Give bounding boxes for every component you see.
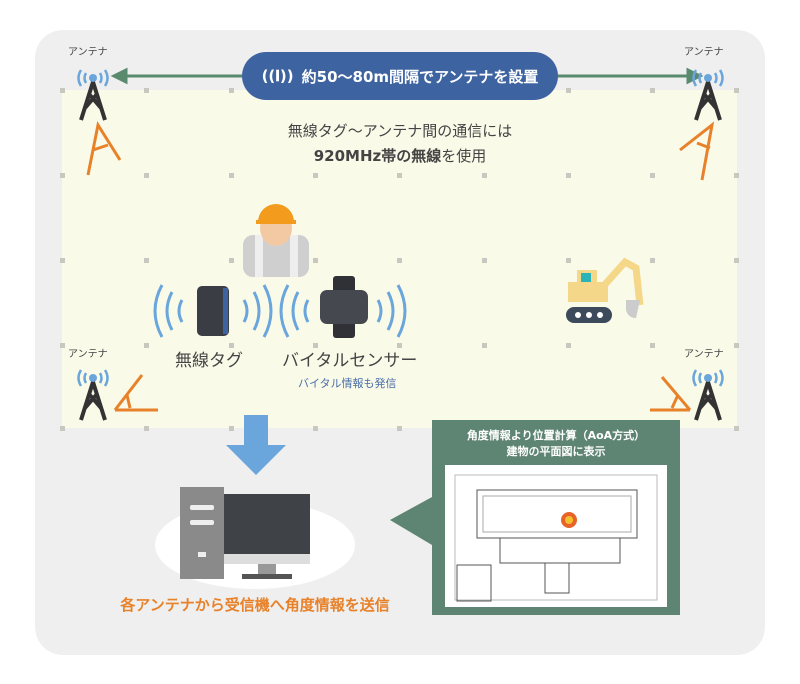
grid-dot	[397, 426, 403, 431]
grid-dot	[60, 426, 65, 431]
grid-dot	[312, 258, 318, 263]
grid-dot	[734, 258, 740, 263]
grid-dot	[228, 343, 234, 348]
grid-dot	[650, 258, 656, 263]
down-arrow-icon	[226, 415, 286, 475]
vital-sub: バイタル情報も発信	[298, 377, 397, 390]
antenna-signal-icon: ((𝐈))	[261, 67, 294, 85]
grid-dot	[228, 258, 234, 263]
grid-dot	[397, 343, 403, 348]
grid-dot	[565, 88, 571, 93]
orange-angle-marks	[86, 121, 715, 412]
grid-dot	[734, 88, 740, 93]
grid-dot	[565, 258, 571, 263]
vital-sensor-icon	[320, 276, 368, 338]
grid-dot	[144, 426, 150, 431]
tag-label: 無線タグ	[175, 351, 243, 371]
position-line1: 角度情報より位置計算（AoA方式）	[466, 429, 646, 442]
vital-label: バイタルセンサー	[282, 351, 418, 371]
frequency-text: 920MHz帯の無線	[313, 147, 442, 165]
grid-dot	[228, 173, 234, 178]
grid-dot	[60, 88, 65, 93]
grid-dot	[650, 88, 656, 93]
wireless-tag-icon	[197, 286, 229, 336]
comm-line2: 920MHz帯の無線を使用	[200, 145, 600, 166]
grid-dot	[60, 343, 65, 348]
receiver-computer-icon	[155, 487, 355, 589]
position-box: 角度情報より位置計算（AoA方式） 建物の平面図に表示	[432, 420, 680, 615]
grid-dot	[228, 88, 234, 93]
receiver-caption: 各アンテナから受信機へ角度情報を送信	[120, 596, 390, 614]
antenna-tower-icon	[77, 369, 109, 421]
grid-dot	[144, 88, 150, 93]
grid-dot	[481, 258, 487, 263]
grid-dot	[734, 426, 740, 431]
antenna-tower-icon	[692, 69, 724, 121]
grid-dot	[734, 173, 740, 178]
grid-dot	[60, 173, 65, 178]
antenna-label-bl: アンテナ	[68, 349, 108, 360]
grid-dot	[144, 258, 150, 263]
grid-dot	[228, 426, 234, 431]
floor-plan	[445, 465, 667, 607]
grid-dot	[144, 173, 150, 178]
grid-dot	[312, 343, 318, 348]
signal-waves	[153, 284, 407, 338]
position-line2: 建物の平面図に表示	[506, 445, 606, 458]
grid-dot	[734, 343, 740, 348]
worker-icon	[243, 204, 309, 277]
grid-dot	[397, 173, 403, 178]
grid-dot	[481, 343, 487, 348]
grid-dot	[312, 426, 318, 431]
grid-dot	[144, 343, 150, 348]
grid-dot	[312, 173, 318, 178]
grid-dot	[397, 258, 403, 263]
antenna-label-br: アンテナ	[684, 349, 724, 360]
antenna-tower-icon	[77, 69, 109, 121]
spacing-banner: ((𝐈)) 約50〜80m間隔でアンテナを設置	[242, 52, 558, 100]
antenna-label-tr: アンテナ	[684, 47, 724, 58]
location-marker-icon	[561, 512, 577, 528]
antenna-label-tl: アンテナ	[68, 47, 108, 58]
grid-dot	[650, 173, 656, 178]
antenna-tower-icon	[692, 369, 724, 421]
spacing-text: 約50〜80m間隔でアンテナを設置	[301, 67, 539, 86]
grid-dot	[60, 258, 65, 263]
grid-dot	[481, 173, 487, 178]
comm-line2-rest: を使用	[441, 147, 487, 165]
grid-dot	[565, 343, 571, 348]
excavator-icon	[566, 257, 644, 323]
comm-line1: 無線タグ〜アンテナ間の通信には	[287, 122, 513, 140]
callout-pointer	[390, 497, 432, 545]
grid-dot	[650, 343, 656, 348]
grid-dot	[565, 173, 571, 178]
